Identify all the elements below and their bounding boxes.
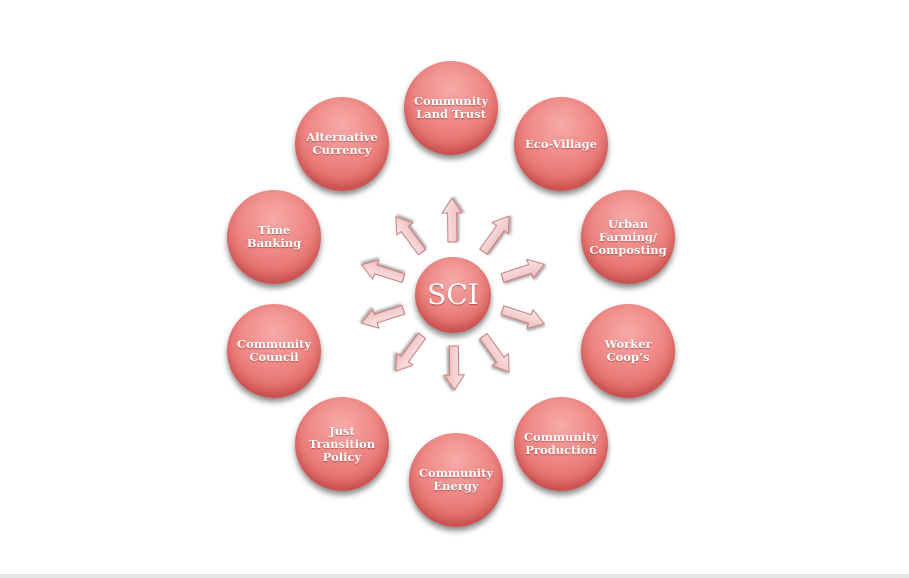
node-label: Community Energy [418,466,494,493]
node-community-land-trust: Community Land Trust [404,61,498,155]
node-worker-coops: Worker Coop’s [581,304,675,398]
node-community-energy: Community Energy [409,433,503,527]
arrow-to-worker-coops [500,305,546,330]
node-label: Eco-Village [524,136,597,151]
node-label: Just Transition Policy [308,423,376,464]
node-alternative-currency: Alternative Currency [295,97,389,191]
arrow-to-urban-farming [500,258,546,283]
bottom-divider [0,574,909,578]
node-label: Worker Coop’s [604,337,652,364]
node-label: Community Land Trust [413,94,489,121]
arrow-to-eco-village [479,215,510,256]
arrow-to-community-production [479,332,510,373]
arrow-to-community-land-trust [441,197,464,243]
node-label: Alternative Currency [306,130,378,157]
node-just-transition-policy: Just Transition Policy [295,397,389,491]
node-label: Urban Farming/ Composting [589,216,667,257]
arrow-to-community-energy [443,345,466,391]
node-community-council: Community Council [227,304,321,398]
center-node-sci: SCI [415,257,491,333]
node-label: Time Banking [246,223,302,250]
center-node-label: SCI [427,278,479,311]
arrow-to-time-banking [360,259,406,284]
arrow-to-just-transition-policy [395,332,427,372]
node-urban-farming: Urban Farming/ Composting [581,190,675,284]
node-label: Community Council [236,337,312,364]
node-label: Community Production [523,430,599,457]
node-time-banking: Time Banking [227,190,321,284]
node-eco-village: Eco-Village [514,97,608,191]
arrow-to-community-council [360,304,406,329]
arrow-to-alternative-currency [395,216,427,256]
node-community-production: Community Production [514,397,608,491]
